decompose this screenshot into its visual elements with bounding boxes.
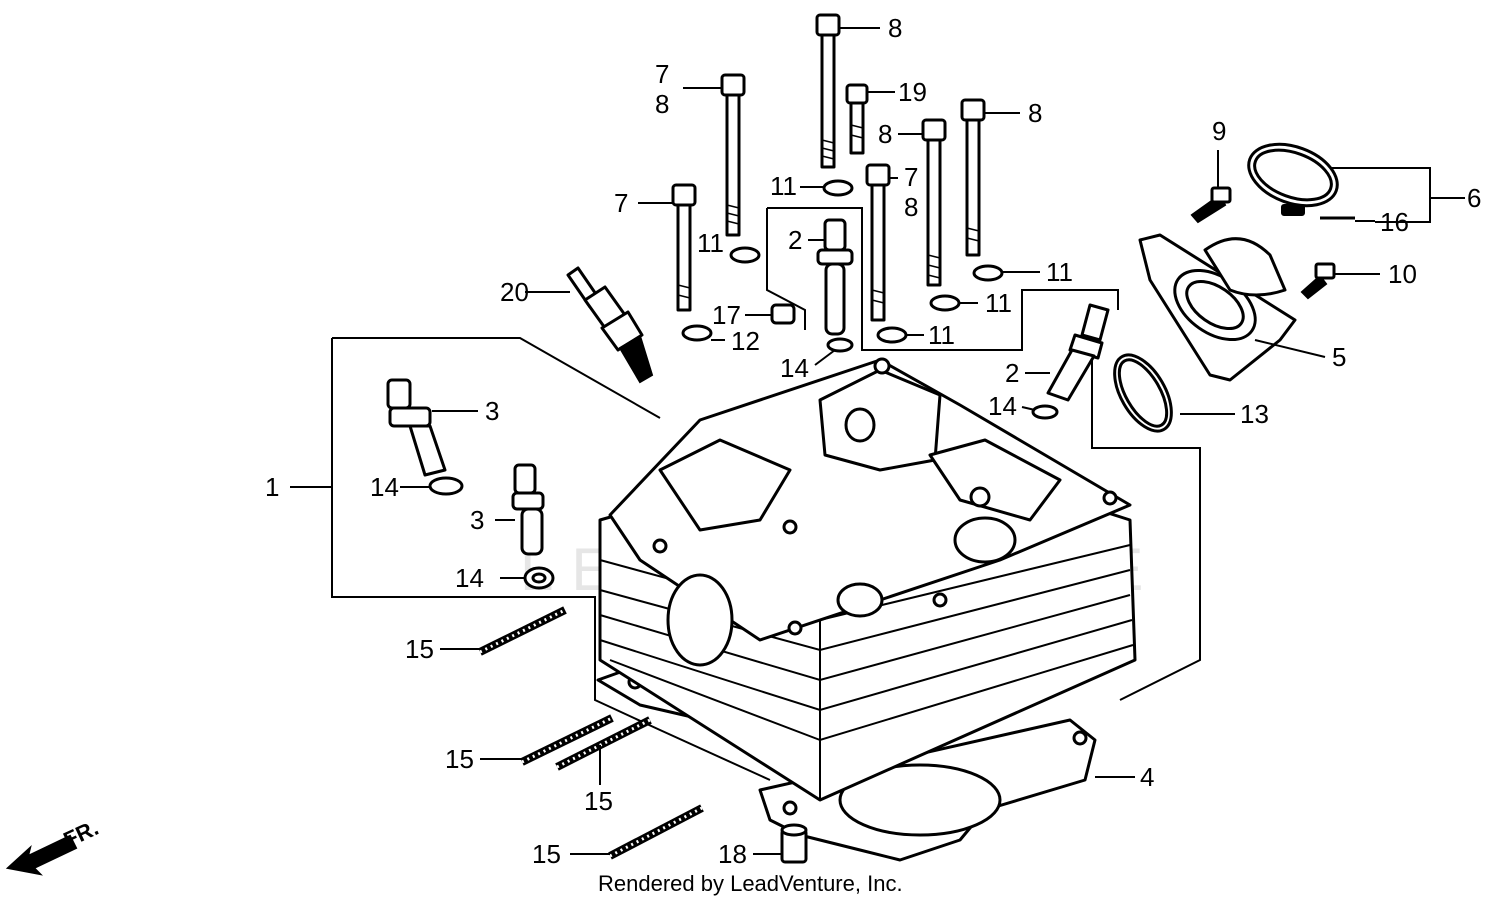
callout-8: 8 [904, 192, 918, 222]
callout-7: 7 [904, 162, 918, 192]
callout-8: 8 [655, 89, 669, 119]
callout-7: 7 [655, 59, 669, 89]
callout-15: 15 [532, 839, 561, 869]
callout-10: 10 [1388, 259, 1417, 289]
callout-11: 11 [770, 171, 797, 201]
callout-6: 6 [1467, 183, 1481, 213]
callout-2: 2 [1005, 358, 1019, 388]
callout-14: 14 [370, 472, 399, 502]
front-direction-indicator: FR. [5, 815, 102, 876]
callout-11: 11 [697, 228, 724, 258]
group-bracket-lines [331, 167, 1465, 781]
callout-3: 3 [470, 505, 484, 535]
callout-14: 14 [455, 563, 484, 593]
callout-3: 3 [485, 396, 499, 426]
callout-11: 11 [985, 288, 1012, 318]
callout-1: 1 [265, 472, 279, 502]
callout-19: 19 [898, 77, 927, 107]
callout-9: 9 [1212, 116, 1226, 146]
cylinder-head [596, 357, 1137, 862]
callout-16: 16 [1380, 207, 1409, 237]
callout-15: 15 [445, 744, 474, 774]
spark-plug [566, 266, 654, 384]
bolts [671, 13, 986, 322]
studs [478, 606, 704, 860]
valve-guides [386, 218, 1110, 556]
callout-12: 12 [731, 326, 760, 356]
callout-13: 13 [1240, 399, 1269, 429]
callout-20: 20 [500, 277, 529, 307]
callout-11: 11 [1046, 257, 1073, 287]
dowel-pin [780, 823, 808, 864]
callout-11: 11 [928, 320, 955, 350]
front-arrow-icon [5, 834, 78, 876]
callout-8: 8 [1028, 98, 1042, 128]
callout-5: 5 [1332, 342, 1346, 372]
callout-labels: 8 7 8 19 8 8 9 11 7 8 6 7 16 11 2 11 10 … [265, 13, 1481, 869]
footer-credit: Rendered by LeadVenture, Inc. [598, 871, 903, 896]
callout-4: 4 [1140, 762, 1154, 792]
callout-15: 15 [405, 634, 434, 664]
intake-assembly [1113, 142, 1355, 433]
callout-18: 18 [718, 839, 747, 869]
callout-8: 8 [878, 119, 892, 149]
callout-2: 2 [788, 225, 802, 255]
callout-17: 17 [712, 300, 741, 330]
callout-15: 15 [584, 786, 613, 816]
callout-14: 14 [780, 353, 809, 383]
leader-lines [290, 27, 1380, 855]
callout-14: 14 [988, 391, 1017, 421]
callout-8: 8 [888, 13, 902, 43]
callout-7: 7 [614, 188, 628, 218]
